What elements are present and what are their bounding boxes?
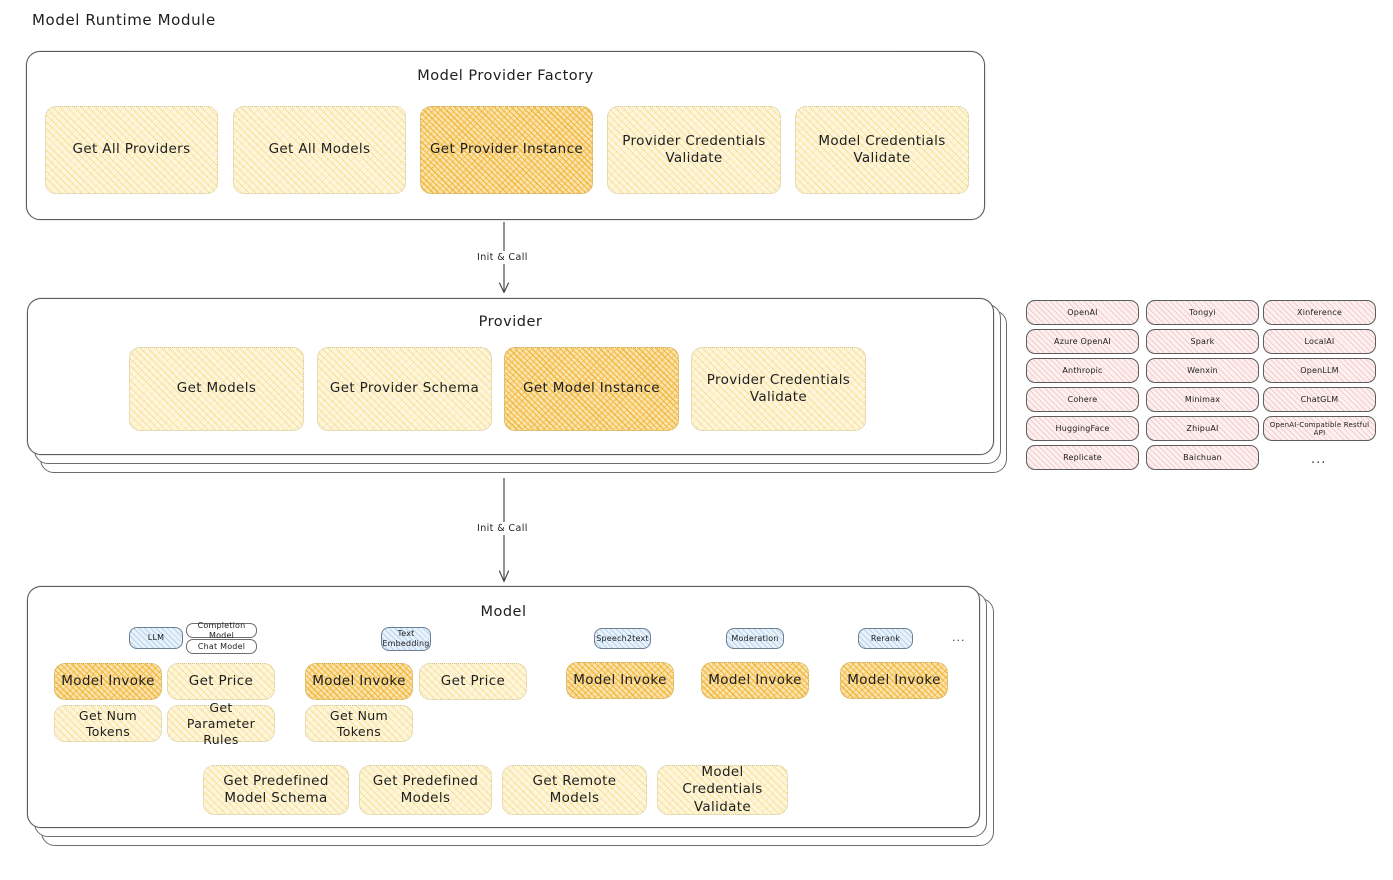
provider-chip-zhipuai[interactable]: ZhipuAI (1146, 416, 1259, 441)
provider-list-more-ellipsis: ... (1311, 452, 1327, 467)
node-text-embedding-get-price[interactable]: Get Price (419, 663, 527, 700)
node-get-all-models[interactable]: Get All Models (233, 106, 406, 194)
node-llm-get-num-tokens[interactable]: Get Num Tokens (54, 705, 162, 742)
model-provider-factory-title: Model Provider Factory (417, 68, 594, 84)
node-model-credentials-validate-model[interactable]: Model Credentials Validate (657, 764, 788, 815)
provider-chip-cohere[interactable]: Cohere (1026, 387, 1139, 412)
provider-chip-xinference[interactable]: Xinference (1263, 300, 1376, 325)
badge-moderation[interactable]: Moderation (726, 628, 784, 649)
node-get-remote-models[interactable]: Get Remote Models (502, 765, 647, 815)
node-llm-get-price[interactable]: Get Price (167, 663, 275, 700)
provider-chip-anthropic[interactable]: Anthropic (1026, 358, 1139, 383)
node-moderation-model-invoke[interactable]: Model Invoke (701, 662, 809, 699)
node-get-all-providers[interactable]: Get All Providers (45, 106, 218, 194)
node-rerank-model-invoke[interactable]: Model Invoke (840, 662, 948, 699)
provider-chip-huggingface[interactable]: HuggingFace (1026, 416, 1139, 441)
arrow-label-init-call-2: Init & Call (473, 522, 532, 535)
node-speech2text-model-invoke[interactable]: Model Invoke (566, 662, 674, 699)
provider-chip-openai[interactable]: OpenAI (1026, 300, 1139, 325)
provider-chip-minimax[interactable]: Minimax (1146, 387, 1259, 412)
arrow-label-init-call-1: Init & Call (473, 251, 532, 264)
node-llm-model-invoke[interactable]: Model Invoke (54, 663, 162, 700)
node-get-provider-schema[interactable]: Get Provider Schema (317, 347, 492, 431)
badge-completion-model[interactable]: Completion Model (186, 621, 257, 640)
node-text-embedding-get-num-tokens[interactable]: Get Num Tokens (305, 705, 413, 742)
badge-chat-model[interactable]: Chat Model (186, 639, 257, 654)
provider-chip-spark[interactable]: Spark (1146, 329, 1259, 354)
provider-chip-tongyi[interactable]: Tongyi (1146, 300, 1259, 325)
badge-llm[interactable]: LLM (129, 627, 183, 649)
provider-chip-chatglm[interactable]: ChatGLM (1263, 387, 1376, 412)
node-model-credentials-validate-factory[interactable]: Model Credentials Validate (795, 106, 969, 194)
node-provider-credentials-validate[interactable]: Provider Credentials Validate (691, 347, 866, 431)
provider-chip-azure-openai[interactable]: Azure OpenAI (1026, 329, 1139, 354)
badge-text-embedding[interactable]: Text Embedding (381, 627, 431, 651)
node-get-predefined-models[interactable]: Get Predefined Models (359, 765, 492, 815)
provider-chip-openai-compatible-restful-api[interactable]: OpenAI-Compatible Restful API (1263, 416, 1376, 441)
badge-speech2text[interactable]: Speech2text (594, 628, 651, 649)
provider-chip-wenxin[interactable]: Wenxin (1146, 358, 1259, 383)
node-get-provider-instance[interactable]: Get Provider Instance (420, 106, 593, 194)
provider-chip-replicate[interactable]: Replicate (1026, 445, 1139, 470)
provider-chip-localai[interactable]: LocalAI (1263, 329, 1376, 354)
node-text-embedding-model-invoke[interactable]: Model Invoke (305, 663, 413, 700)
provider-chip-openllm[interactable]: OpenLLM (1263, 358, 1376, 383)
page-title: Model Runtime Module (32, 11, 216, 29)
provider-title: Provider (478, 314, 543, 330)
node-get-predefined-model-schema[interactable]: Get Predefined Model Schema (203, 765, 349, 815)
badge-rerank[interactable]: Rerank (858, 628, 913, 649)
node-get-model-instance[interactable]: Get Model Instance (504, 347, 679, 431)
model-title: Model (480, 604, 527, 620)
node-provider-credentials-validate-factory[interactable]: Provider Credentials Validate (607, 106, 781, 194)
model-panel: Model (27, 586, 980, 828)
model-types-more-ellipsis: ... (952, 631, 966, 644)
node-get-models[interactable]: Get Models (129, 347, 304, 431)
provider-chip-baichuan[interactable]: Baichuan (1146, 445, 1259, 470)
node-llm-get-parameter-rules[interactable]: Get Parameter Rules (167, 700, 275, 747)
